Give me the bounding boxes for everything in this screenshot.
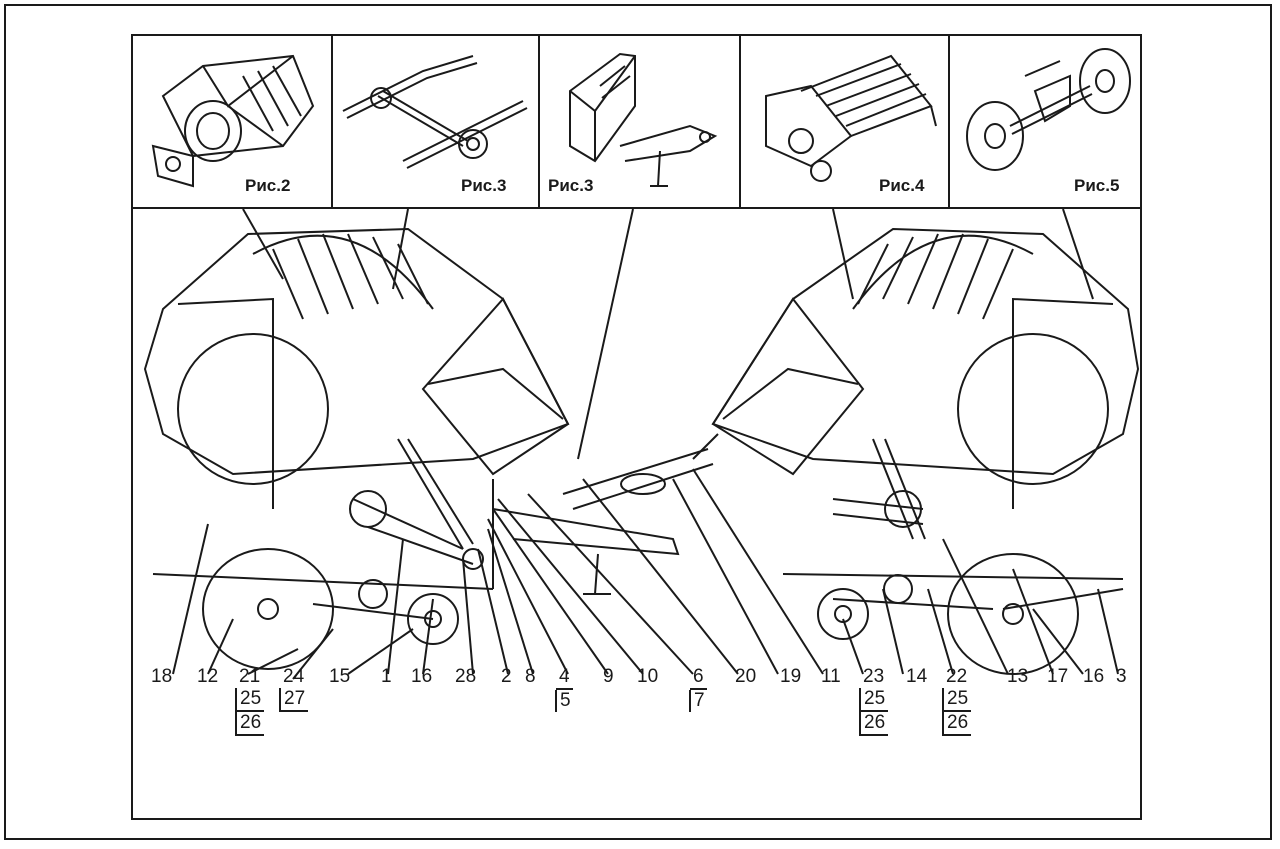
callout-stack-21-25-26: 21 25 26	[235, 666, 265, 736]
callout-10: 10	[637, 666, 659, 687]
outer-frame	[4, 4, 1272, 840]
callout-24: 24	[283, 666, 305, 687]
callout-stack-24-27: 24 27	[279, 666, 309, 712]
callout-25: 25	[942, 688, 972, 712]
callout-16: 16	[1083, 666, 1105, 687]
panel-caption: Рис.5	[1074, 176, 1120, 195]
panel-caption: Рис.3	[548, 176, 594, 195]
callout-25: 25	[235, 688, 265, 712]
callout-14: 14	[906, 666, 928, 687]
callout-7: 7	[689, 690, 708, 712]
callout-15: 15	[329, 666, 351, 687]
diagram-sheet: Рис.2 Рис.3	[131, 34, 1142, 820]
callout-6: 6	[690, 666, 707, 690]
callout-21: 21	[239, 666, 261, 687]
callout-23: 23	[863, 666, 885, 687]
callout-26: 26	[942, 712, 972, 736]
wheel-axle-illustration	[966, 48, 1131, 171]
panel-caption: Рис.3	[461, 176, 507, 195]
callout-13: 13	[1007, 666, 1029, 687]
callout-9: 9	[603, 666, 614, 687]
callout-26: 26	[235, 712, 265, 736]
chain-conveyor-illustration	[342, 55, 528, 169]
callout-17: 17	[1047, 666, 1069, 687]
callout-18: 18	[151, 666, 173, 687]
callout-26: 26	[859, 712, 889, 736]
bale-chamber-illustration	[151, 54, 315, 188]
callout-1: 1	[381, 666, 392, 687]
callout-stack-6-7: 6 7	[689, 666, 708, 712]
callout-27: 27	[279, 688, 309, 712]
panel-bale-chamber: Рис.2	[133, 36, 333, 207]
drawbar-illustration	[569, 52, 718, 187]
callout-stack-22-25-26: 22 25 26	[942, 666, 972, 736]
callout-16: 16	[411, 666, 433, 687]
main-assembly-drawing: 18 12 21 25 26 24 27 15 1 16 28 2 8 4 5 …	[133, 209, 1140, 818]
callout-25: 25	[859, 688, 889, 712]
panel-chain-conveyor: Рис.3	[333, 36, 540, 207]
callout-2: 2	[501, 666, 512, 687]
callout-stack-23-25-26: 23 25 26	[859, 666, 889, 736]
callout-20: 20	[735, 666, 757, 687]
callout-11: 11	[821, 666, 841, 687]
callout-5: 5	[555, 690, 574, 712]
callout-stack-4-5: 4 5	[555, 666, 574, 712]
figure-panel-row: Рис.2 Рис.3	[133, 36, 1140, 209]
baler-line-drawing	[143, 209, 1140, 680]
callout-12: 12	[197, 666, 219, 687]
callout-4: 4	[556, 666, 573, 690]
panel-caption: Рис.4	[879, 176, 925, 195]
panel-pickup: Рис.4	[741, 36, 950, 207]
callout-19: 19	[780, 666, 802, 687]
panel-wheel-axle: Рис.5	[950, 36, 1140, 207]
callout-8: 8	[525, 666, 536, 687]
panel-caption: Рис.2	[245, 176, 291, 195]
callout-22: 22	[946, 666, 968, 687]
pickup-illustration	[765, 54, 937, 182]
callout-3: 3	[1116, 666, 1127, 687]
callout-28: 28	[455, 666, 477, 687]
panel-drawbar: Рис.3	[540, 36, 741, 207]
